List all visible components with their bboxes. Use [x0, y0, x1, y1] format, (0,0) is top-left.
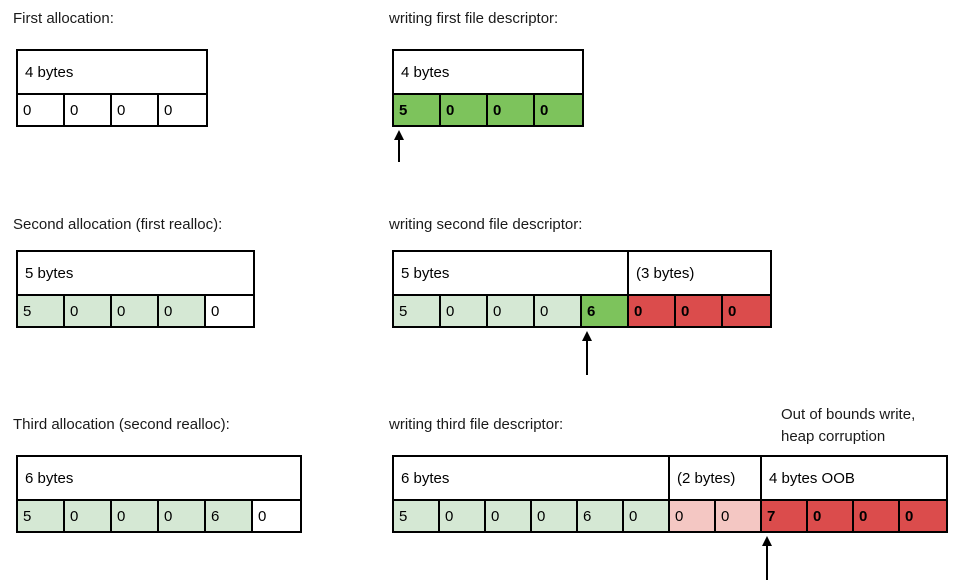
table-header-row: 6 bytes(2 bytes) 4 bytes OOB	[394, 457, 946, 501]
byte-cell: 0	[18, 95, 65, 125]
write-pointer-arrow	[762, 536, 772, 580]
table-header-row: 4 bytes	[18, 51, 206, 95]
arrow-stem	[766, 546, 768, 580]
byte-cell: 5	[394, 296, 441, 326]
byte-cell: 0	[112, 296, 159, 326]
byte-cell: 0	[440, 501, 486, 531]
table-header-row: 5 bytes	[18, 252, 253, 296]
byte-cell: 0	[723, 296, 770, 326]
byte-cell: 0	[535, 296, 582, 326]
byte-cell: 0	[65, 501, 112, 531]
byte-cell: 6	[206, 501, 253, 531]
table-header-cell: 4 bytes	[401, 63, 450, 81]
byte-cell: 0	[900, 501, 946, 531]
byte-cell: 0	[159, 95, 206, 125]
table-header-row: 5 bytes (3 bytes)	[394, 252, 770, 296]
byte-cell: 0	[159, 501, 206, 531]
second-allocation-label: Second allocation (first realloc):	[13, 216, 223, 233]
byte-cell: 0	[676, 296, 723, 326]
arrow-stem	[398, 140, 400, 162]
byte-cell: 0	[206, 296, 253, 326]
byte-cell: 0	[716, 501, 762, 531]
writing-first-file-descriptor-label: writing first file descriptor:	[389, 10, 559, 27]
arrow-head-icon	[762, 536, 772, 546]
arrow-head-icon	[394, 130, 404, 140]
byte-cell: 0	[486, 501, 532, 531]
byte-cell: 0	[624, 501, 670, 531]
table-header-cell: (3 bytes)	[636, 264, 695, 282]
write-pointer-arrow	[394, 130, 404, 162]
byte-cell: 5	[18, 501, 65, 531]
byte-cell: 0	[159, 296, 206, 326]
byte-cell: 0	[112, 501, 159, 531]
table-header-row: 6 bytes	[18, 457, 300, 501]
byte-cell: 0	[112, 95, 159, 125]
byte-cell: 6	[578, 501, 624, 531]
table-header-cell: 5 bytes	[25, 264, 74, 282]
byte-cell: 0	[535, 95, 582, 125]
byte-cell: 0	[488, 296, 535, 326]
table-header-cell: 4 bytes OOB	[769, 469, 855, 487]
write-pointer-arrow	[582, 331, 592, 375]
byte-cell: 5	[18, 296, 65, 326]
writing-third-file-descriptor-label: writing third file descriptor:	[389, 416, 564, 433]
byte-cell: 0	[65, 95, 112, 125]
table-header-row: 4 bytes	[394, 51, 582, 95]
byte-cell: 0	[441, 296, 488, 326]
byte-cell: 0	[532, 501, 578, 531]
byte-cell: 0	[854, 501, 900, 531]
oob-annotation: Out of bounds write, heap corruption	[781, 406, 916, 445]
byte-cell: 6	[582, 296, 629, 326]
table-header-cell: 6 bytes	[394, 457, 670, 499]
byte-cell: 0	[629, 296, 676, 326]
byte-cell: 5	[394, 95, 441, 125]
arrow-head-icon	[582, 331, 592, 341]
byte-cell: 0	[441, 95, 488, 125]
table-header-cell: 6 bytes	[25, 469, 74, 487]
third-allocation-label: Third allocation (second realloc):	[13, 416, 230, 433]
byte-cell: 0	[808, 501, 854, 531]
byte-cell: 0	[65, 296, 112, 326]
byte-cell: 5	[394, 501, 440, 531]
table-header-cell: 4 bytes	[25, 63, 74, 81]
writing-second-file-descriptor-label: writing second file descriptor:	[389, 216, 583, 233]
table-header-cell: (2 bytes)	[670, 457, 762, 499]
byte-cell: 7	[762, 501, 808, 531]
byte-cell: 0	[488, 95, 535, 125]
byte-cell: 0	[670, 501, 716, 531]
byte-cell: 0	[253, 501, 300, 531]
first-allocation-label: First allocation:	[13, 10, 114, 27]
table-header-cell: 5 bytes	[394, 252, 629, 294]
arrow-stem	[586, 341, 588, 375]
